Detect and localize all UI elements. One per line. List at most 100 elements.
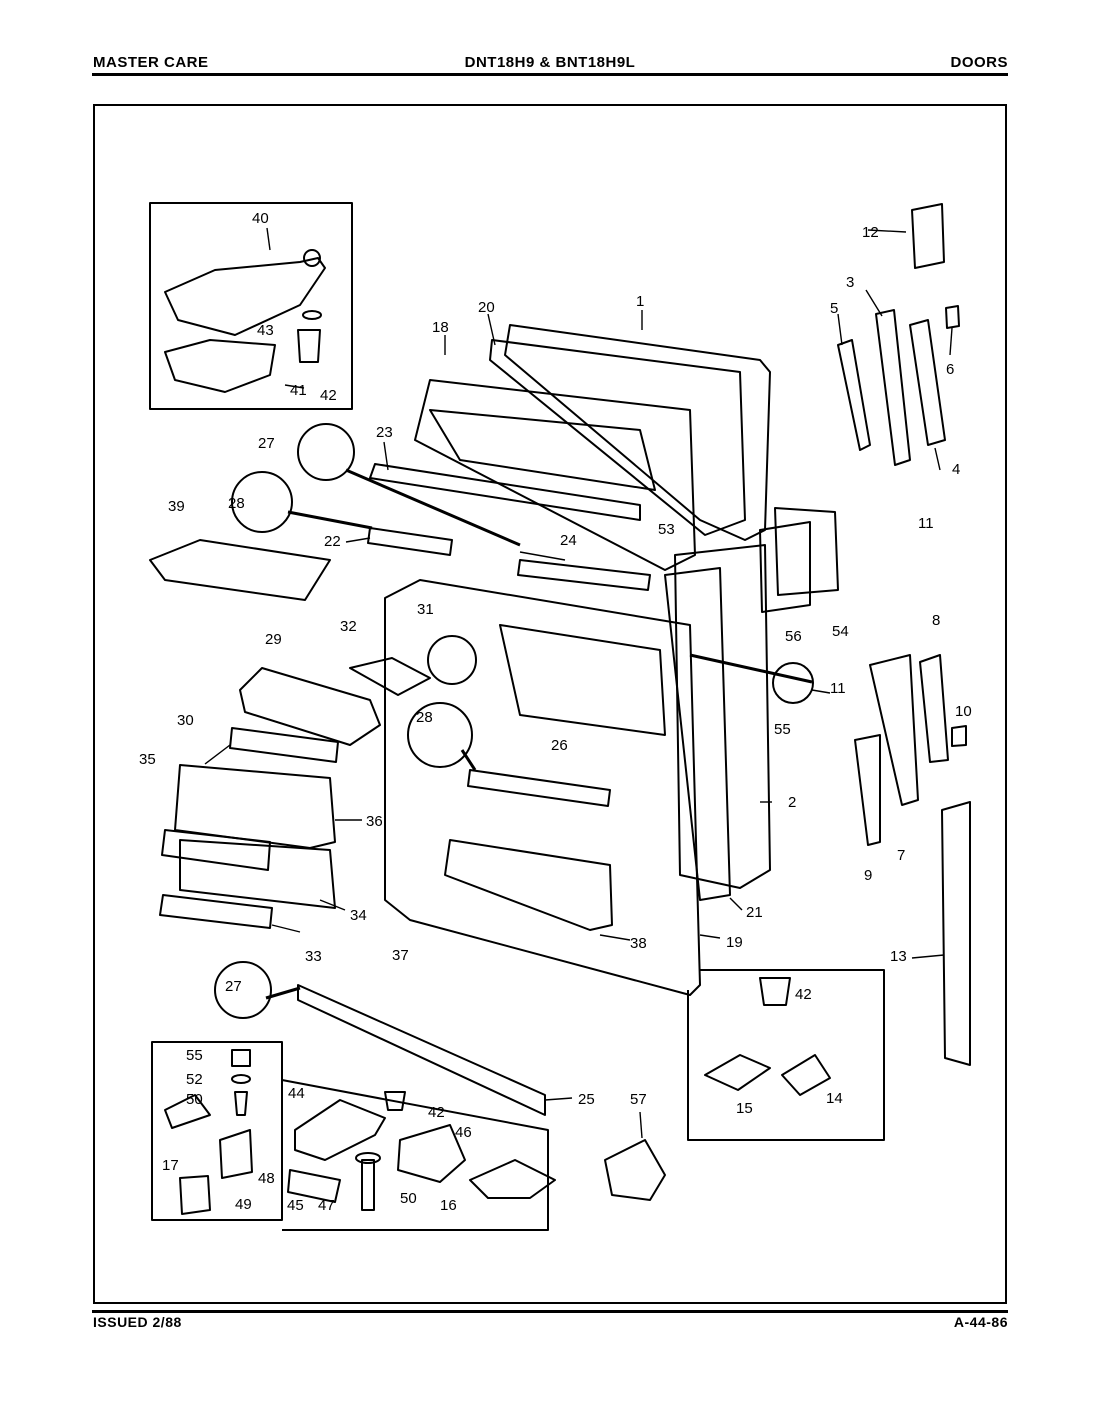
- handle-trim-9: [854, 734, 881, 846]
- handle-7: [869, 654, 919, 806]
- bin-36: [174, 764, 336, 849]
- callout-11-bottom: 11: [830, 680, 846, 697]
- callout-31: 31: [417, 601, 434, 618]
- callout-12: 12: [862, 224, 879, 241]
- callout-5: 5: [830, 300, 838, 317]
- bushing-42-bottom: [384, 1091, 406, 1111]
- callout-19: 19: [726, 934, 743, 951]
- detail-circle-31: [427, 635, 477, 685]
- callout-36: 36: [366, 813, 383, 830]
- hinge-bracket-16: [469, 1159, 556, 1199]
- cover-57: [604, 1139, 666, 1201]
- callout-38: 38: [630, 935, 647, 952]
- door-bin-38: [444, 839, 613, 931]
- shelf-retainer-30: [229, 727, 339, 763]
- callout-1: 1: [636, 293, 644, 310]
- shelf-trim-24: [517, 559, 651, 591]
- callout-13: 13: [890, 948, 907, 965]
- callout-7: 7: [897, 847, 905, 864]
- callout-17: 17: [162, 1157, 179, 1174]
- handle-3: [875, 309, 911, 466]
- bin-34: [179, 839, 336, 909]
- footer-issue-date: ISSUED 2/88: [93, 1314, 182, 1330]
- header-section: DOORS: [950, 54, 1008, 71]
- callout-50-left: 50: [186, 1091, 203, 1108]
- footer-document-code: A-44-86: [953, 1314, 1008, 1330]
- callout-37: 37: [392, 947, 409, 964]
- hinge-washer: [302, 310, 322, 320]
- callout-52: 52: [186, 1071, 203, 1088]
- callout-18: 18: [432, 319, 449, 336]
- hinge-shim: [164, 339, 276, 393]
- callout-50-right: 50: [400, 1190, 417, 1207]
- hinge-bushing-part: [297, 329, 321, 363]
- hinge-plate-17: [164, 1094, 211, 1129]
- bushing-42-right: [759, 977, 791, 1006]
- hinge-inset-box: [149, 202, 353, 410]
- callout-15: 15: [736, 1100, 753, 1117]
- fresh-food-gasket: [664, 567, 731, 901]
- callout-4: 4: [952, 461, 960, 478]
- detail-circle-27-bottom: [214, 961, 272, 1019]
- callout-32: 32: [340, 618, 357, 635]
- callout-3: 3: [846, 274, 854, 291]
- washer-47: [355, 1152, 381, 1164]
- bottom-hinge-group-box: [281, 1079, 549, 1231]
- hinge-plate-48: [219, 1129, 253, 1179]
- handle-5: [837, 339, 871, 451]
- callout-57: 57: [630, 1091, 647, 1108]
- bottom-hinge-inset-box: [151, 1041, 283, 1221]
- callout-27-bottom: 27: [225, 978, 242, 995]
- detail-circle-28-left: [231, 471, 293, 533]
- mullion-56: [759, 521, 811, 613]
- callout-24: 24: [560, 532, 577, 549]
- hinge-bracket-46: [397, 1124, 466, 1183]
- hinge-plate-49: [179, 1175, 211, 1215]
- callout-40: 40: [252, 210, 269, 227]
- callout-46: 46: [455, 1124, 472, 1141]
- pin-50-right: [361, 1159, 375, 1211]
- bushing-inset-box: [687, 969, 885, 1141]
- freezer-door-liner: [414, 379, 696, 571]
- diagram-frame: [93, 104, 1007, 1304]
- handle-cap-10: [951, 725, 967, 747]
- callout-42-top: 42: [320, 387, 337, 404]
- dairy-door-29: [239, 667, 381, 746]
- detail-circle-55: [772, 662, 814, 704]
- bushing-55-bottom: [231, 1049, 251, 1067]
- egg-tray-39: [149, 539, 331, 601]
- freezer-door-outer-panel: [504, 324, 771, 541]
- shelf-trim-22: [367, 527, 453, 556]
- callout-23: 23: [376, 424, 393, 441]
- door-trim-13: [941, 801, 971, 1066]
- callout-39: 39: [168, 498, 185, 515]
- header-brand: MASTER CARE: [93, 54, 209, 71]
- handle-cap-6: [945, 305, 960, 329]
- fresh-food-liner-recess: [499, 624, 666, 736]
- part-callouts: 40 43 41 42 18 20 1 12 3 5 6 4 11 27 23 …: [139, 210, 972, 1214]
- callout-55-bottom: 55: [186, 1047, 203, 1064]
- callout-42-right: 42: [795, 986, 812, 1003]
- callout-53: 53: [658, 521, 675, 538]
- fresh-food-door-liner: [384, 579, 701, 996]
- callout-6: 6: [946, 361, 954, 378]
- callout-35: 35: [139, 751, 156, 768]
- callout-9: 9: [864, 867, 872, 884]
- hinge-plate-45: [287, 1169, 341, 1203]
- callout-10: 10: [955, 703, 972, 720]
- shelf-trim-26: [467, 769, 611, 807]
- shim-15: [704, 1054, 771, 1091]
- callout-30: 30: [177, 712, 194, 729]
- handle-8: [919, 654, 949, 763]
- callout-28-left: 28: [228, 495, 245, 512]
- callout-54: 54: [832, 623, 849, 640]
- top-hinge-plate: [164, 257, 326, 336]
- shelf-trim-25: [297, 984, 546, 1116]
- callout-42-bottom: 42: [428, 1104, 445, 1121]
- callout-55-right: 55: [774, 721, 791, 738]
- callout-16: 16: [440, 1197, 457, 1214]
- callout-20: 20: [478, 299, 495, 316]
- callout-56: 56: [785, 628, 802, 645]
- callout-48: 48: [258, 1170, 275, 1187]
- hinge-pin: [303, 249, 321, 267]
